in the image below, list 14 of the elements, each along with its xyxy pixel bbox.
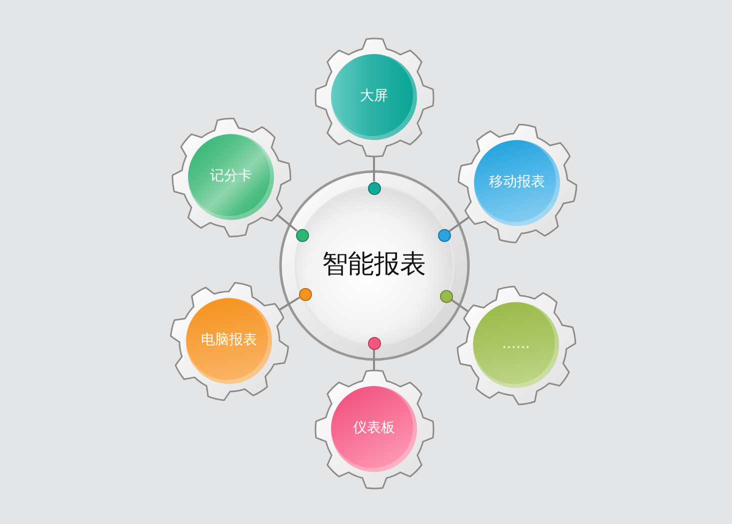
gear [456, 284, 576, 406]
connector-line [450, 298, 468, 312]
connector-line [448, 216, 470, 232]
connector-line [276, 214, 298, 232]
hub-circle [278, 168, 470, 362]
gear [314, 36, 434, 158]
gear [314, 368, 434, 490]
hub-title: 智能报表 [322, 249, 426, 281]
gear [456, 122, 578, 244]
gear [170, 116, 292, 238]
connector-line [373, 350, 375, 370]
connector-line [278, 296, 300, 311]
gear [168, 280, 290, 402]
connector-line [373, 156, 375, 182]
